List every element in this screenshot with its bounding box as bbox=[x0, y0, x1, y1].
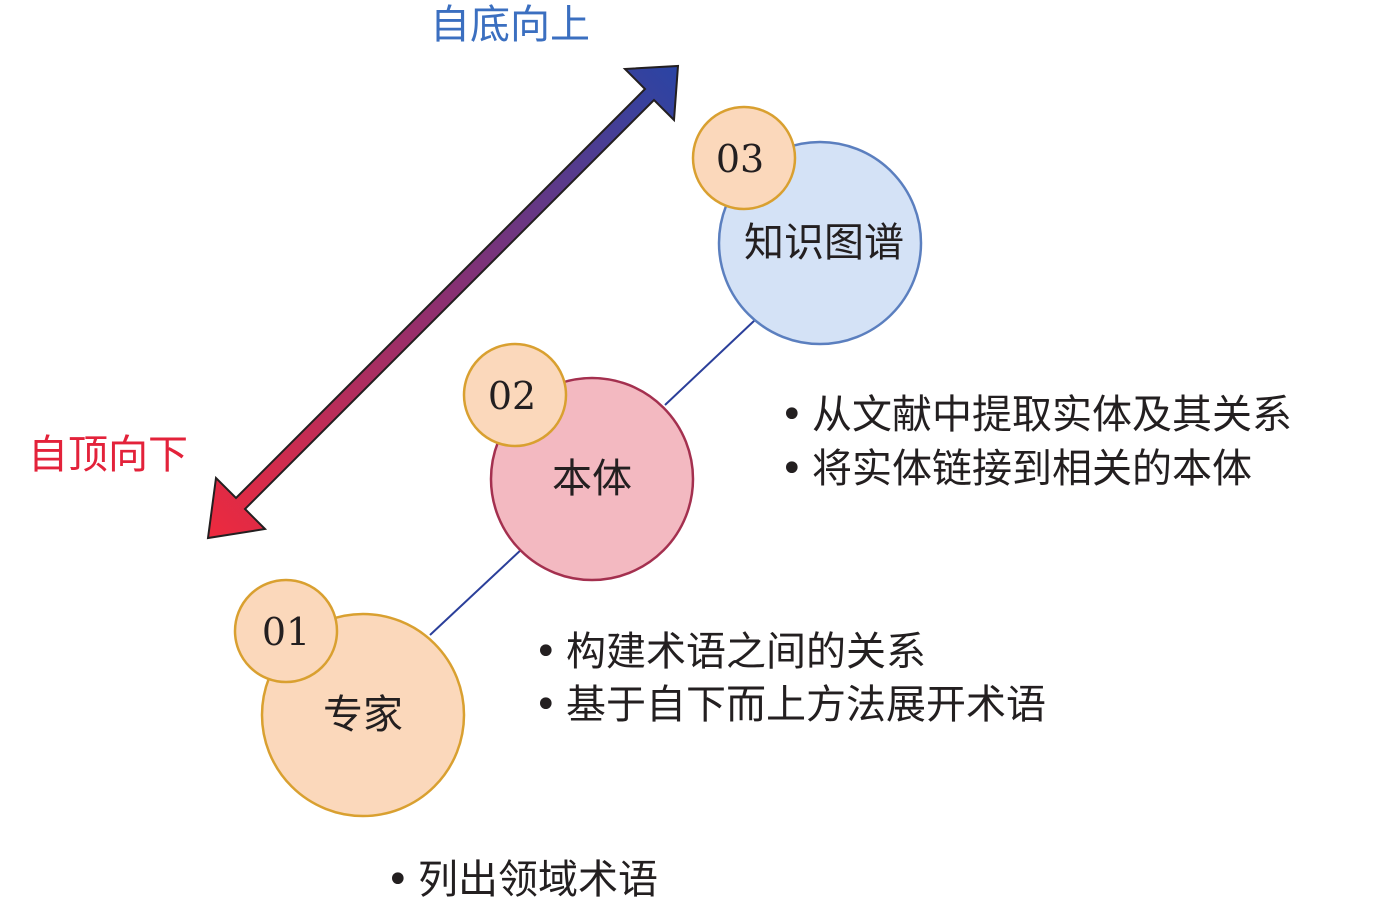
bullet-dot: • bbox=[780, 446, 804, 492]
bullet-text: 将实体链接到相关的本体 bbox=[812, 446, 1252, 492]
stage-name: 本体 bbox=[552, 456, 632, 502]
connector-line bbox=[429, 547, 524, 636]
number-badge bbox=[462, 342, 568, 448]
bullet-text: 列出领域术语 bbox=[418, 857, 658, 902]
stage-number: 02 bbox=[488, 374, 536, 418]
stage-number: 03 bbox=[716, 137, 764, 181]
number-badge bbox=[233, 578, 339, 684]
stage-knowledge-graph: 03 知识图谱 bbox=[691, 105, 923, 346]
stage-number: 01 bbox=[262, 610, 310, 654]
stage-name: 专家 bbox=[323, 692, 403, 738]
top-down-label: 自顶向下 bbox=[28, 432, 188, 478]
stage-ontology: 02 本体 bbox=[462, 342, 695, 582]
stage-name: 知识图谱 bbox=[744, 220, 904, 266]
bottom-up-label: 自底向上 bbox=[430, 2, 590, 48]
bullet-text: 从文献中提取实体及其关系 bbox=[812, 392, 1292, 438]
bullet-dot: • bbox=[534, 682, 558, 728]
connector-line bbox=[664, 319, 756, 406]
bullet-dot: • bbox=[386, 857, 410, 902]
bullet-dot: • bbox=[534, 629, 558, 675]
bullet-text: 基于自下而上方法展开术语 bbox=[566, 682, 1046, 728]
number-badge bbox=[691, 105, 797, 211]
bullet-dot: • bbox=[780, 392, 804, 438]
bullet-text: 构建术语之间的关系 bbox=[566, 629, 926, 675]
double-arrow bbox=[206, 64, 680, 540]
stage-expert: 01 专家 bbox=[233, 578, 466, 818]
